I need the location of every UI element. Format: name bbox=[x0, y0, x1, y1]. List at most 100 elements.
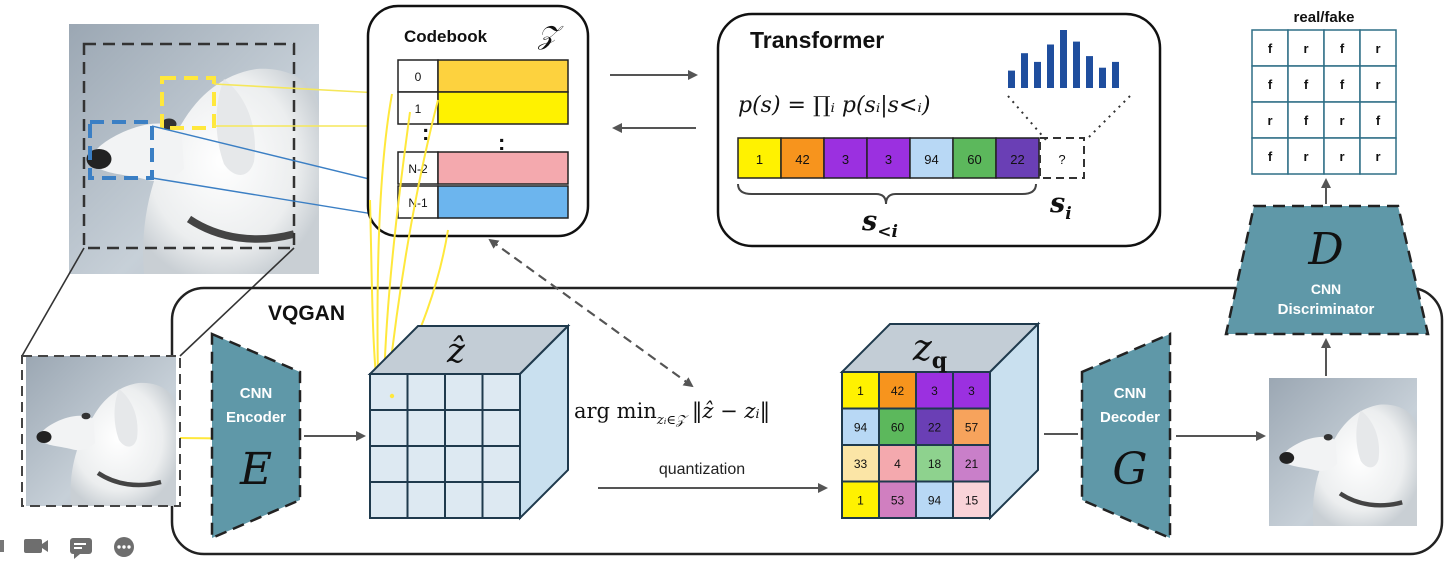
zq-value: 4 bbox=[894, 457, 901, 471]
argmin-sub: zᵢ∈𝒵 bbox=[656, 413, 689, 428]
token-value: 3 bbox=[885, 152, 892, 167]
histogram-bar bbox=[1060, 30, 1067, 88]
zhat-cell bbox=[369, 445, 409, 483]
zq-cell: 33 bbox=[841, 444, 880, 483]
real-fake-cell: f bbox=[1359, 101, 1397, 139]
decoder-line2: Decoder bbox=[1100, 409, 1160, 426]
decoder-symbol: G bbox=[1112, 444, 1147, 495]
context-brace bbox=[737, 183, 1037, 205]
token-value: 60 bbox=[967, 152, 981, 167]
zq-cell: 22 bbox=[915, 407, 954, 446]
real-fake-value: f bbox=[1304, 77, 1309, 92]
real-fake-cell: r bbox=[1359, 29, 1397, 67]
token-cell: 3 bbox=[866, 137, 911, 179]
next-token-value: ? bbox=[1058, 152, 1065, 167]
real-fake-cell: r bbox=[1287, 29, 1325, 67]
zhat-cell bbox=[444, 445, 484, 483]
chat-icon[interactable] bbox=[70, 538, 92, 559]
zq-cell: 57 bbox=[952, 407, 991, 446]
cnn-encoder: CNN Encoder E bbox=[210, 332, 302, 540]
zq-cell: 21 bbox=[952, 444, 991, 483]
transformer-title: Transformer bbox=[750, 27, 884, 53]
zq-cell: 1 bbox=[841, 371, 880, 410]
zq-cell: 60 bbox=[878, 407, 917, 446]
token-value: 22 bbox=[1010, 152, 1024, 167]
zhat-cell bbox=[406, 481, 446, 519]
real-fake-cell: f bbox=[1251, 65, 1289, 103]
zhat-cell bbox=[481, 409, 521, 447]
histogram-bar bbox=[1073, 41, 1080, 88]
real-fake-value: r bbox=[1375, 149, 1380, 164]
cnn-decoder: CNN Decoder G bbox=[1080, 332, 1172, 540]
zq-symbol: z bbox=[912, 328, 933, 369]
real-fake-value: f bbox=[1268, 41, 1273, 56]
token-cell: 60 bbox=[952, 137, 997, 179]
zq-subscript: q bbox=[932, 348, 947, 374]
codebook-row: N-1 bbox=[397, 185, 569, 219]
zq-value: 57 bbox=[965, 421, 979, 435]
zq-value: 3 bbox=[968, 384, 975, 398]
next-token-box bbox=[1039, 137, 1085, 179]
real-fake-cell: f bbox=[1323, 65, 1361, 103]
token-cell: 94 bbox=[909, 137, 954, 179]
lookup-arrow bbox=[488, 238, 694, 388]
zq-value: 1 bbox=[857, 494, 864, 508]
zhat-cell bbox=[369, 373, 409, 411]
histogram-bar bbox=[1099, 67, 1106, 88]
zq-cell: 3 bbox=[952, 371, 991, 410]
codebook-row: N-2 bbox=[397, 151, 569, 185]
zq-value: 94 bbox=[928, 494, 942, 508]
real-fake-cell: f bbox=[1251, 137, 1289, 175]
real-fake-header: real/fake bbox=[1294, 9, 1355, 26]
histogram-bar bbox=[1112, 61, 1119, 88]
real-fake-value: f bbox=[1340, 77, 1345, 92]
zq-label: zq bbox=[912, 328, 947, 374]
zhat-tensor: ẑ bbox=[367, 323, 571, 521]
zhat-cell bbox=[406, 445, 446, 483]
discriminator-line2: Discriminator bbox=[1278, 301, 1375, 318]
real-fake-cell: r bbox=[1359, 65, 1397, 103]
real-fake-value: f bbox=[1268, 77, 1273, 92]
zhat-cell bbox=[406, 373, 446, 411]
zq-cell: 53 bbox=[878, 480, 917, 519]
real-fake-value: r bbox=[1339, 113, 1344, 128]
camera-icon[interactable] bbox=[24, 539, 48, 553]
zq-cell: 42 bbox=[878, 371, 917, 410]
zhat-cell bbox=[481, 373, 521, 411]
transformer-formula: p(s) = ∏ᵢ p(sᵢ|s<ᵢ) bbox=[738, 93, 930, 118]
zhat-cell bbox=[481, 481, 521, 519]
histogram-bar bbox=[1034, 61, 1041, 88]
codebook-vector bbox=[437, 185, 569, 219]
real-fake-cell: f bbox=[1287, 101, 1325, 139]
real-fake-value: r bbox=[1303, 41, 1308, 56]
zq-cell: 18 bbox=[915, 444, 954, 483]
output-image bbox=[1269, 378, 1417, 526]
zq-value: 33 bbox=[854, 457, 868, 471]
real-fake-cell: r bbox=[1359, 137, 1397, 175]
codebook-row: 0 bbox=[397, 59, 569, 93]
zq-cell: 3 bbox=[915, 371, 954, 410]
token-value: 94 bbox=[924, 152, 938, 167]
zhat-cell bbox=[369, 481, 409, 519]
codebook-vector bbox=[437, 59, 569, 93]
cnn-discriminator: D CNN Discriminator bbox=[1224, 204, 1430, 336]
more-icon[interactable] bbox=[114, 537, 134, 557]
real-fake-value: f bbox=[1304, 113, 1309, 128]
zhat-cell bbox=[369, 409, 409, 447]
zhat-cell bbox=[481, 445, 521, 483]
real-fake-cell: f bbox=[1251, 29, 1289, 67]
token-cell: 42 bbox=[780, 137, 825, 179]
input-image-large bbox=[69, 24, 319, 274]
real-fake-value: f bbox=[1376, 113, 1381, 128]
annotation-dot bbox=[389, 393, 395, 399]
zhat-label: ẑ bbox=[446, 331, 466, 371]
discriminator-symbol: D bbox=[1307, 224, 1343, 275]
codebook-index: N-1 bbox=[408, 196, 428, 210]
toolbar bbox=[0, 537, 134, 559]
real-fake-cell: r bbox=[1323, 137, 1361, 175]
codebook-index: 0 bbox=[415, 70, 422, 84]
